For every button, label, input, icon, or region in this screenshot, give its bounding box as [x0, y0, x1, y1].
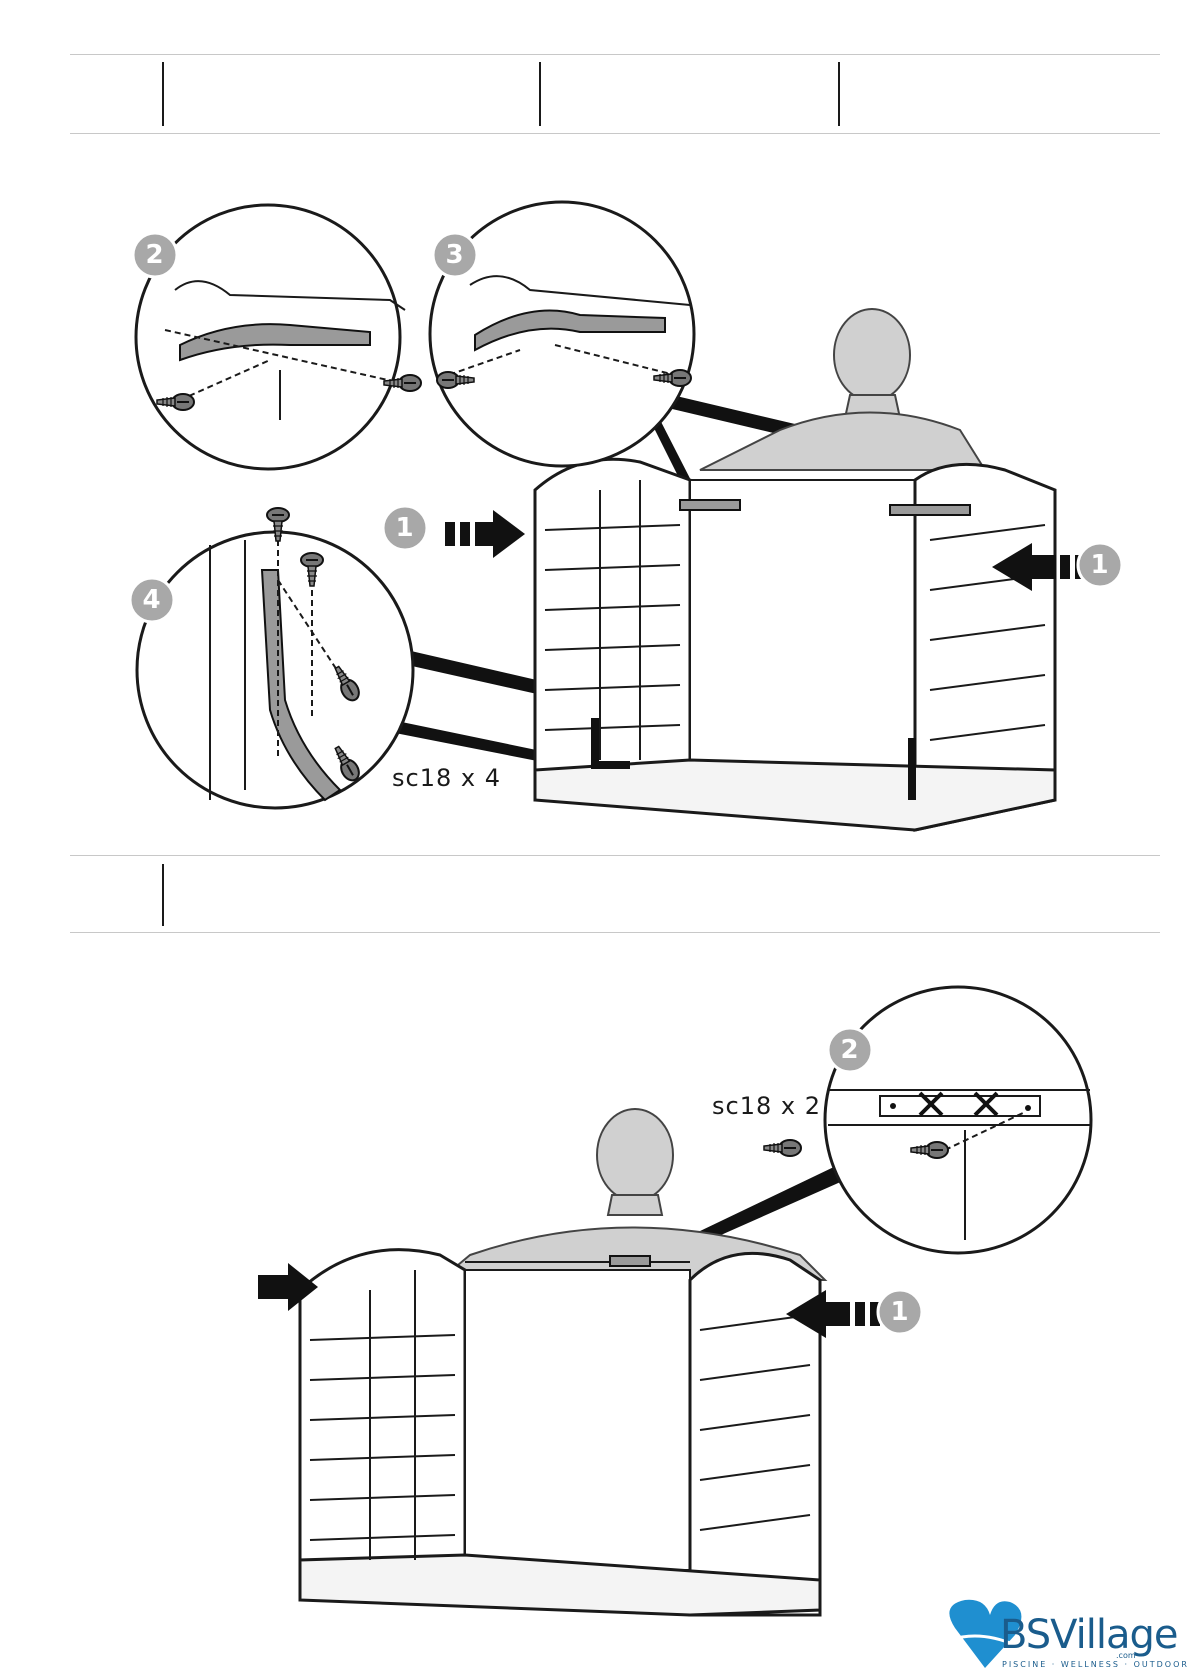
detail-circle-step2: [825, 987, 1091, 1253]
callout-label-1: 1: [890, 1297, 910, 1327]
screw-count-label: sc18 x 2: [712, 1092, 821, 1120]
logo-name: BSVillage: [1000, 1612, 1177, 1658]
metal-bracket-icon: [680, 500, 740, 510]
callout-label-1: 1: [395, 513, 415, 543]
callout-label-3: 3: [445, 240, 465, 270]
callout-label-4: 4: [142, 585, 162, 615]
screw-count-label: sc18 x 4: [392, 764, 501, 792]
metal-bracket-icon: [890, 505, 970, 515]
logo-suffix: .com: [1116, 1651, 1136, 1660]
shed-step1: [535, 459, 1055, 830]
metal-bracket-icon: [610, 1256, 650, 1266]
logo-tagline: PISCINE · WELLNESS · OUTDOOR: [1002, 1660, 1189, 1669]
person-figure-1: [700, 309, 985, 470]
detail-circle-2: [136, 205, 421, 469]
screw-icon: [764, 1140, 801, 1156]
shed-step2: [300, 1250, 820, 1615]
callout-label-2: 2: [145, 240, 165, 270]
callout-label-1: 1: [1090, 550, 1110, 580]
push-arrow-icon: [445, 510, 525, 558]
detail-circle-4: [137, 508, 413, 808]
callout-label-2: 2: [840, 1035, 860, 1065]
